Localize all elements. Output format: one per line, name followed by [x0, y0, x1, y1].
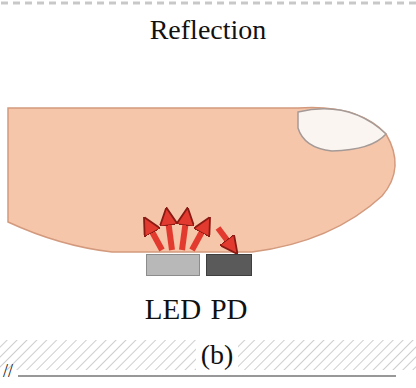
light-rays	[150, 220, 230, 250]
component-label: LED	[145, 294, 201, 326]
sensor-chip	[206, 254, 252, 276]
hatch-band	[238, 340, 416, 370]
top-band	[0, 0, 416, 7]
sensor-element: LED	[145, 254, 201, 326]
margin-mark: //	[3, 362, 13, 382]
fingernail	[298, 109, 386, 151]
sensor-element: PD	[206, 254, 252, 326]
component-label: PD	[206, 294, 252, 326]
figure-caption: (b)	[197, 340, 238, 371]
hatch-band	[0, 340, 196, 370]
finger	[8, 108, 395, 252]
sensor-chip	[146, 254, 200, 276]
rule-line	[18, 375, 396, 376]
figure-title: Reflection	[150, 15, 267, 46]
